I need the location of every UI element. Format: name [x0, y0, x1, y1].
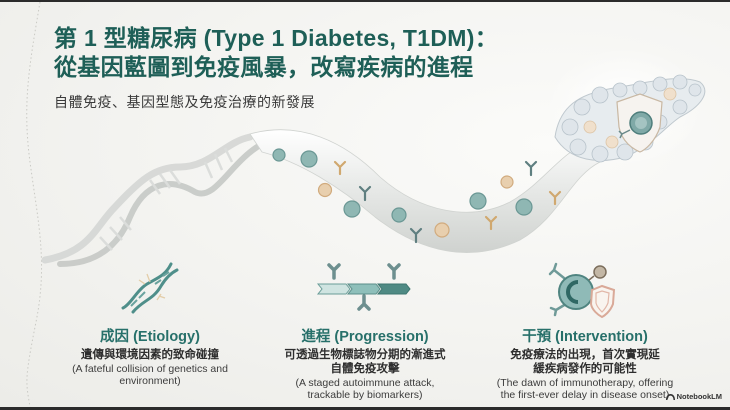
etiology-heading: 成因 (Etiology) — [100, 329, 200, 345]
progression-heading: 進程 (Progression) — [301, 329, 429, 345]
staged-progression-antibody-icon — [316, 263, 411, 311]
immune-cell-shield-icon — [548, 262, 616, 319]
progression-en: (A staged autoimmune attack,trackable by… — [295, 377, 435, 401]
immune-cells — [272, 148, 562, 244]
dna-break-icon — [121, 262, 179, 314]
intervention-heading: 干預 (Intervention) — [522, 329, 648, 345]
etiology-card: 成因 (Etiology) 遺傳與環境因素的致命碰撞 (A fateful co… — [40, 260, 260, 387]
title-line-1: 第 1 型糖尿病 (Type 1 Diabetes, T1DM)： — [54, 25, 498, 51]
pancreas — [545, 47, 706, 167]
intervention-card: 干預 (Intervention) 免疫療法的出現，首次實現延緩疾病發作的可能性… — [475, 260, 695, 401]
progression-card: 進程 (Progression) 可透過生物標誌物分期的漸進式自體免疫攻擊 (A… — [255, 260, 475, 401]
page-title: 第 1 型糖尿病 (Type 1 Diabetes, T1DM)： 從基因藍圖到… — [54, 24, 498, 82]
progression-zh: 可透過生物標誌物分期的漸進式自體免疫攻擊 — [284, 349, 446, 375]
etiology-zh: 遺傳與環境因素的致命碰撞 — [81, 349, 219, 361]
dotted-edge-line — [26, 2, 43, 407]
brand-label: NotebookLM — [676, 392, 722, 401]
intervention-zh: 免疫療法的出現，首次實現延緩疾病發作的可能性 — [510, 349, 660, 375]
title-line-2: 從基因藍圖到免疫風暴，改寫疾病的進程 — [54, 54, 474, 80]
dna-helix — [41, 133, 265, 267]
notebooklm-badge: NotebookLM — [665, 392, 722, 401]
notebooklm-logo-icon — [665, 394, 675, 400]
page-subtitle: 自體免疫、基因型態及免疫治療的新發展 — [54, 94, 315, 110]
immune-ribbon — [249, 129, 601, 253]
